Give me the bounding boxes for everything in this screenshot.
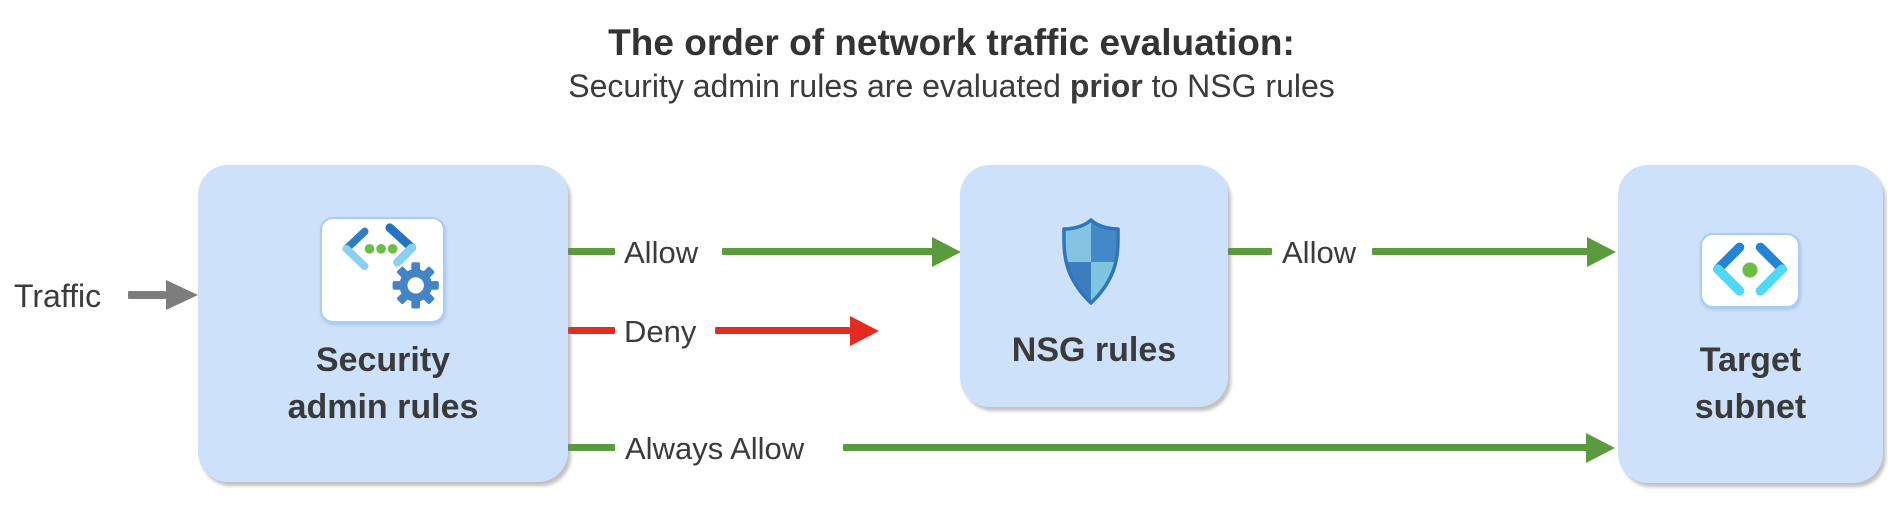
- allow-arrow-label: Allow: [624, 235, 699, 270]
- always-allow-arrow-head: [1586, 433, 1615, 463]
- subtitle-emphasis: prior: [1069, 68, 1143, 104]
- diagram-title: The order of network traffic evaluation:: [608, 22, 1295, 63]
- subnet-icon: [1700, 233, 1800, 308]
- node-label-line: Target: [1699, 341, 1802, 379]
- deny-arrow-tail: [568, 327, 615, 334]
- traffic-arrow-head: [166, 280, 198, 310]
- node-label-line: subnet: [1694, 387, 1807, 426]
- node-nsg-rules: NSG rules: [960, 165, 1228, 407]
- virtual-network-manager-glyph: [342, 223, 439, 309]
- deny-arrow-label: Deny: [624, 314, 697, 349]
- subtitle-text-pre: Security admin rules are evaluated: [568, 68, 1070, 104]
- always-allow-arrow-line: [843, 444, 1587, 451]
- diagram-subtitle: Security admin rules are evaluated prior…: [0, 68, 1903, 105]
- allow2-arrow-line: [1372, 248, 1588, 255]
- node-label-line: admin rules: [287, 387, 479, 426]
- traffic-label: Traffic: [14, 278, 102, 314]
- node-label-security-admin-rules: Security admin rules: [198, 337, 568, 431]
- allow2-arrow-head: [1587, 237, 1616, 267]
- node-label-target-subnet: Target subnet: [1618, 337, 1883, 431]
- node-label-line: NSG rules: [1011, 331, 1177, 369]
- nsg-shield-icon: [1055, 217, 1127, 306]
- allow2-arrow-label: Allow: [1282, 235, 1357, 270]
- allow-arrow-tail: [568, 248, 615, 255]
- node-target-subnet: Target subnet: [1618, 165, 1883, 483]
- virtual-network-manager-icon: [320, 217, 445, 323]
- always-allow-arrow-label: Always Allow: [625, 431, 805, 466]
- allow-arrow-head: [932, 237, 961, 267]
- node-label-nsg-rules: NSG rules: [960, 327, 1228, 374]
- deny-arrow-head: [850, 316, 879, 346]
- deny-arrow-line: [715, 327, 850, 334]
- subtitle-text-post: to NSG rules: [1142, 68, 1335, 104]
- subnet-glyph: [1713, 242, 1787, 296]
- traffic-arrow-line: [128, 291, 166, 299]
- nsg-shield-glyph: [1062, 218, 1120, 305]
- node-security-admin-rules: Security admin rules: [198, 165, 568, 482]
- node-label-line: Security: [315, 341, 451, 379]
- always-allow-arrow-tail: [568, 444, 615, 451]
- allow-arrow-line: [722, 248, 934, 255]
- allow2-arrow-tail: [1228, 248, 1272, 255]
